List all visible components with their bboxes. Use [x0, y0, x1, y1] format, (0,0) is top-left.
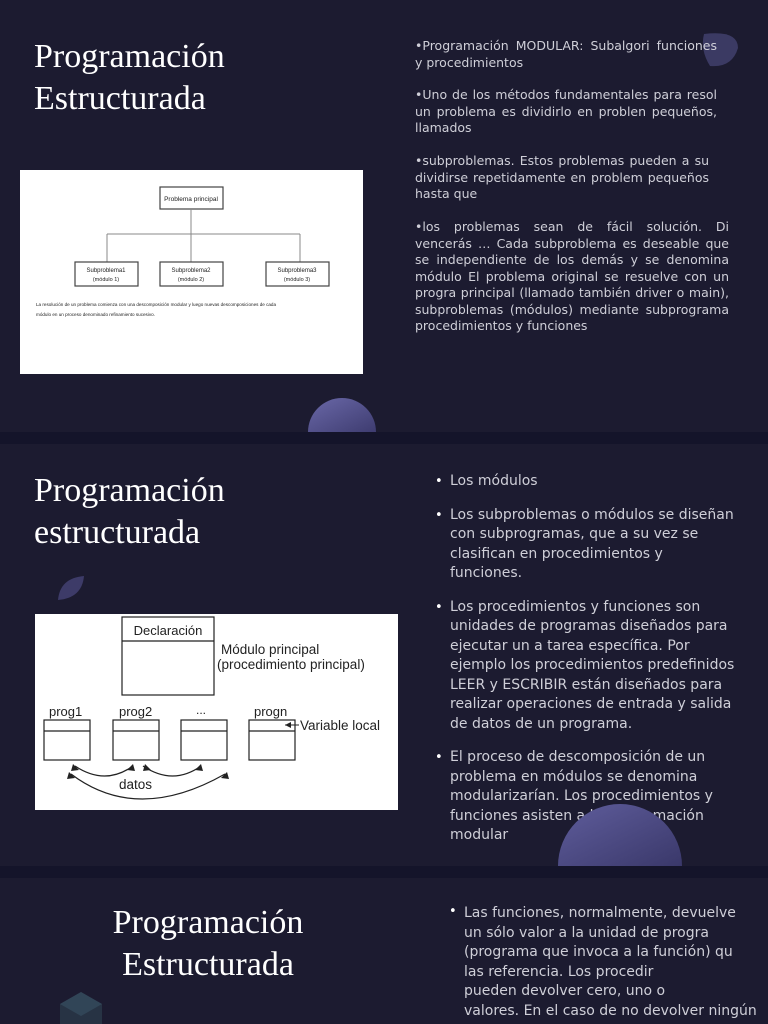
bullet-item: Los procedimientos y funciones son unida…: [435, 598, 735, 735]
bullet-item: Los subproblemas o módulos se diseñan co…: [435, 506, 735, 584]
slide-title: Programación Estructurada: [34, 36, 225, 120]
half-circle-decoration-icon: [558, 804, 682, 866]
module-label: progn: [254, 704, 287, 719]
title-line: Programación: [34, 472, 225, 509]
bullet-line: (programa que invoca a la función) qu: [464, 944, 733, 960]
paragraph: •subproblemas. Estos problemas pueden a …: [415, 153, 709, 201]
leaf-decoration-icon: [702, 33, 738, 67]
half-circle-decoration-icon: [308, 398, 376, 432]
child-box-sublabel: (módulo 1): [93, 277, 119, 283]
bullet-text: Las funciones, normalmente, devuelve un …: [449, 904, 757, 1021]
module-structure-diagram: Declaración Módulo principal (procedimie…: [35, 614, 398, 810]
diagram-caption: La resolución de un problema comienza co…: [36, 302, 276, 307]
paragraph: •los problemas sean de fácil solución. D…: [415, 219, 729, 333]
slide-title: Programación estructurada: [34, 470, 225, 554]
slide-title: Programación Estructurada: [58, 902, 358, 986]
bullet-line: un sólo valor a la unidad de progra: [464, 924, 709, 941]
datos-label: datos: [119, 777, 152, 792]
title-line: Programación: [112, 904, 304, 941]
bullet-item: Los módulos: [435, 472, 735, 492]
title-line: estructurada: [34, 514, 201, 551]
main-module-label: (procedimiento principal): [217, 657, 365, 672]
root-box-label: Problema principal: [164, 196, 218, 203]
cube-decoration-icon: [60, 992, 102, 1024]
bullet-line: Las funciones, normalmente, devuelve: [464, 905, 736, 921]
paragraph: •Uno de los métodos fundamentales para r…: [415, 87, 717, 135]
slide-3: Programación Estructurada • Las funcione…: [0, 878, 768, 1024]
main-module-label: Módulo principal: [221, 642, 319, 657]
slide-2: Programación estructurada Declaración Mó…: [0, 444, 768, 866]
child-box-sublabel: (módulo 3): [284, 277, 310, 283]
leaf-decoration-icon: [58, 576, 84, 600]
slide-separator: [0, 432, 768, 444]
title-line: Estructurada: [34, 80, 206, 117]
title-line: Programación: [34, 38, 225, 75]
bullet-line: valores. En el caso de no devolver ningú…: [464, 1002, 757, 1019]
title-line: Estructurada: [122, 946, 294, 983]
child-box-label: Subproblema3: [277, 268, 317, 274]
module-label: prog2: [119, 704, 152, 719]
slide-1: Programación Estructurada •Programación …: [0, 0, 768, 432]
module-label: prog1: [49, 704, 82, 719]
diagram-caption: módulo en un proceso denominado refinami…: [36, 312, 155, 317]
bullet-line: las referencia. Los procedir: [464, 963, 654, 980]
bullet-line: pueden devolver cero, uno o: [464, 983, 666, 999]
child-box-label: Subproblema2: [171, 268, 211, 274]
bullet-block: • Las funciones, normalmente, devuelve u…: [449, 904, 757, 1021]
module-label: ...: [196, 703, 206, 717]
paragraph: •Programación MODULAR: Subalgori funcion…: [415, 38, 717, 70]
variable-local-label: Variable local: [300, 718, 380, 733]
problem-decomposition-diagram: Problema principal Subproblema1 (módulo …: [20, 170, 363, 374]
slide-separator: [0, 866, 768, 878]
bullet-marker: •: [449, 904, 457, 919]
declaracion-label: Declaración: [134, 623, 203, 638]
child-box-label: Subproblema1: [86, 268, 126, 274]
child-box-sublabel: (módulo 2): [178, 277, 204, 283]
